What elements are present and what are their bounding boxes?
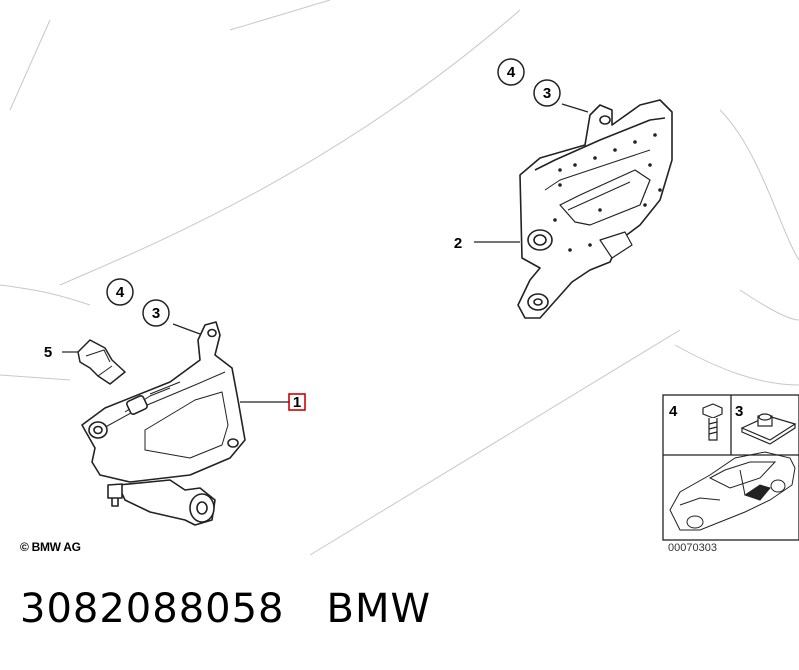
bolt-icon bbox=[702, 403, 723, 441]
part-5-clip bbox=[77, 339, 126, 385]
diagram-reference-id: 00070303 bbox=[668, 542, 717, 554]
callout-4-left: 4 bbox=[116, 284, 125, 301]
background-body-lines bbox=[0, 0, 799, 556]
callout-1: 1 bbox=[293, 394, 301, 411]
callout-4-top: 4 bbox=[507, 64, 516, 81]
part-number-caption: 3082088058 BMW bbox=[20, 586, 431, 632]
inset-label-3: 3 bbox=[735, 403, 743, 420]
callout-circle-3-left bbox=[142, 299, 170, 327]
part-2-bracket bbox=[517, 99, 673, 319]
leader-lines bbox=[62, 103, 589, 403]
car-silhouette-icon bbox=[669, 451, 796, 531]
callout-5: 5 bbox=[44, 344, 52, 361]
callout-circles bbox=[106, 58, 561, 327]
copyright-text: © BMW AG bbox=[20, 540, 81, 554]
callout-3-left: 3 bbox=[152, 305, 160, 322]
callout-circle-4-top bbox=[497, 58, 525, 86]
clip-nut-icon bbox=[740, 413, 797, 445]
inset-panel: 4 3 bbox=[662, 394, 799, 541]
brand-name: BMW bbox=[326, 586, 432, 632]
callout-2: 2 bbox=[454, 235, 462, 252]
part-number: 3082088058 bbox=[20, 586, 285, 632]
callout-circle-3-top bbox=[533, 79, 561, 107]
highlight-box-item-1 bbox=[288, 393, 306, 411]
callout-labels: 4 3 2 4 3 5 1 bbox=[44, 64, 551, 411]
inset-label-4: 4 bbox=[669, 403, 678, 420]
callout-3-top: 3 bbox=[543, 85, 551, 102]
callout-circle-4-left bbox=[106, 278, 134, 306]
part-1-reservoir bbox=[81, 321, 246, 526]
